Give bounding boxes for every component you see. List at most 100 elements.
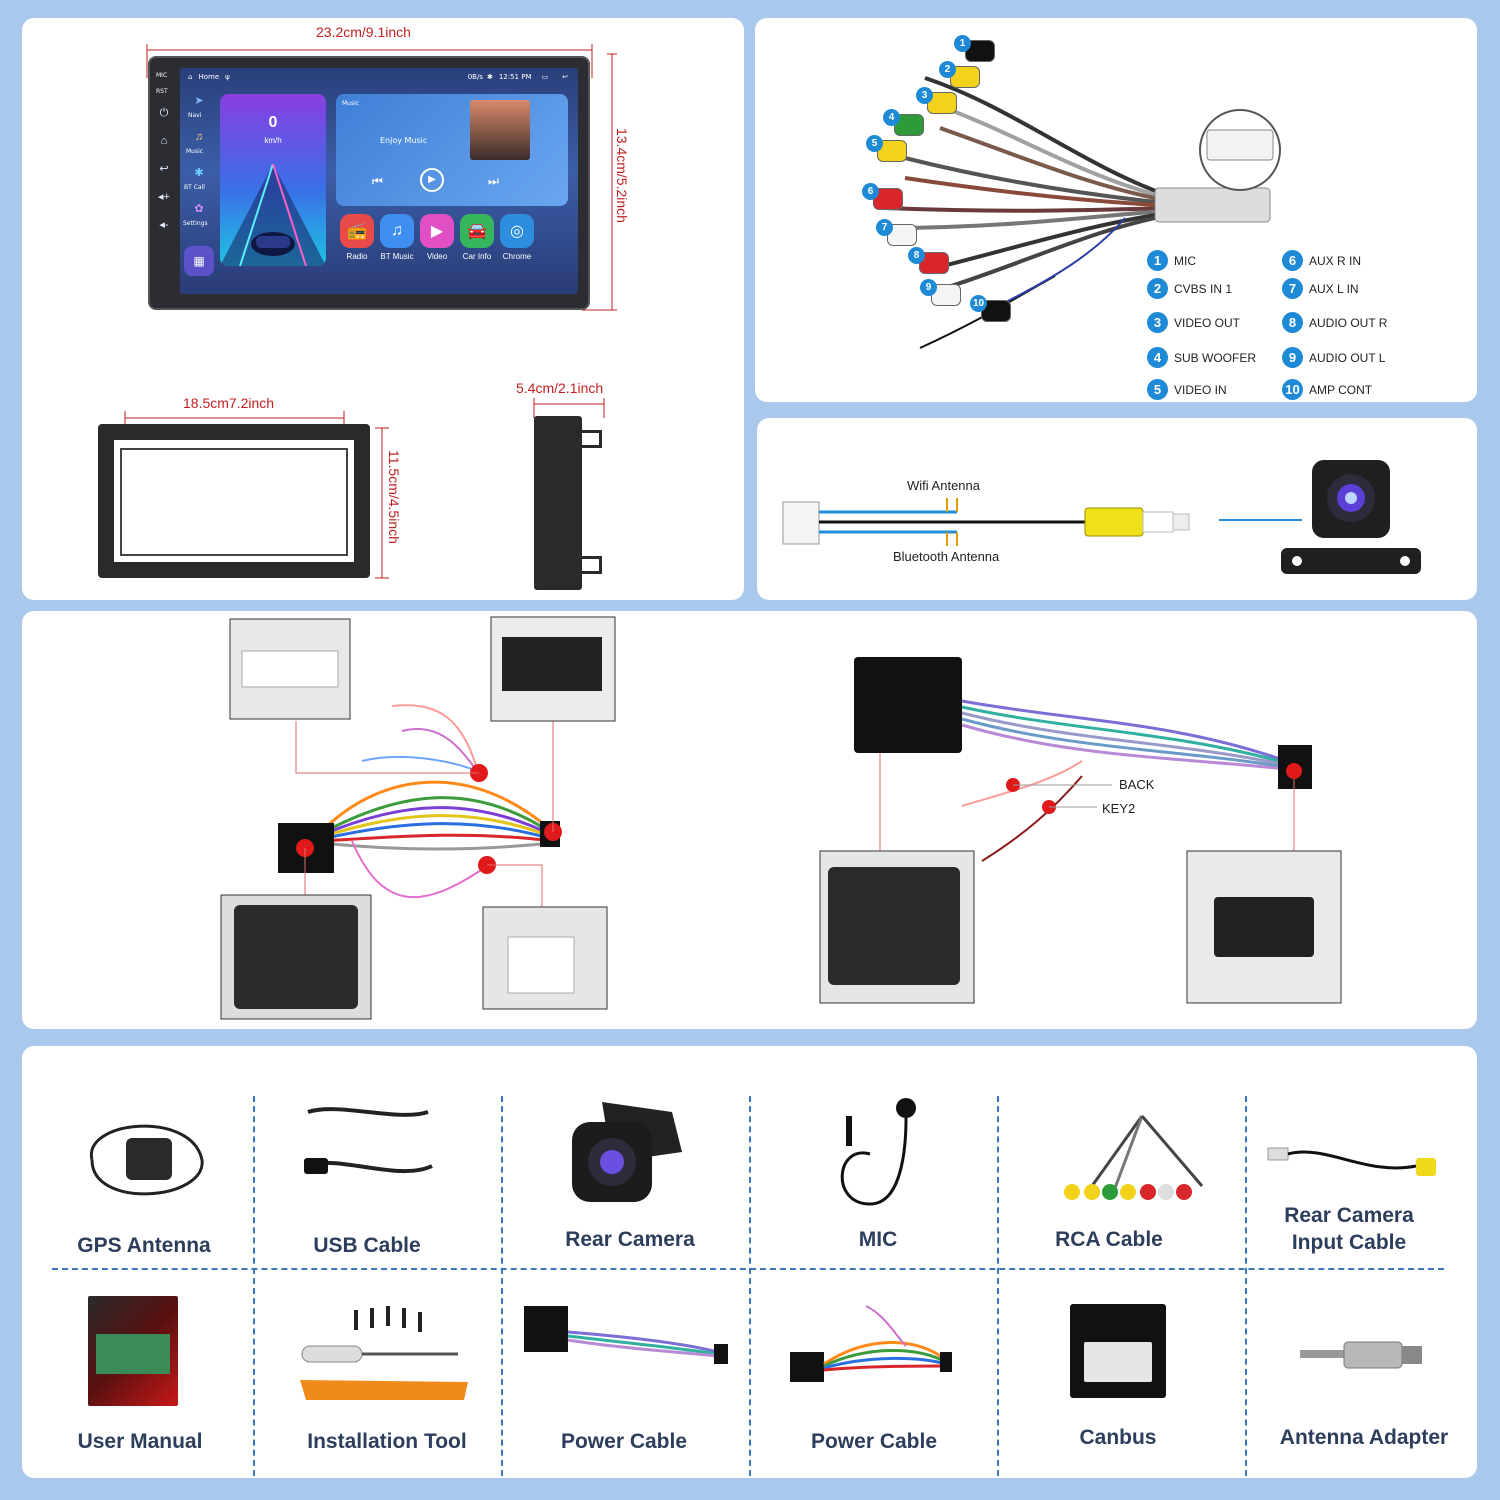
legend-label: AUX L IN [1309,281,1359,296]
rca-legend-item: 1 MIC [1147,250,1196,271]
legend-number-badge: 3 [1147,312,1168,333]
rca-plug-10: 10 [970,295,1011,322]
rca-plug-number: 9 [920,279,937,296]
legend-label: MIC [1174,253,1196,268]
accessory-label: Antenna Adapter [1279,1426,1449,1449]
bt-music-app-label: BT Music [380,252,414,261]
installation-tool-icon [300,1306,468,1400]
navi-icon[interactable]: ➤ [194,95,204,107]
side-clip-bottom [580,556,602,574]
grid-separator [997,1096,999,1476]
radio-app-icon[interactable]: 📻 [340,214,374,248]
bluetooth-status-icon: ✱ [486,73,493,81]
head-unit-side-strip: MIC RST ⏻ ⌂ ↩ ◂+ ◂- [154,66,178,302]
bt-call-icon[interactable]: ✱ [194,167,204,179]
bt-music-app-icon[interactable]: ♫ [380,214,414,248]
head-unit-screen: ⌂ Home ψ 0B/s ✱ 12:51 PM ▭ ↩ ➤ Navi ♫ Mu… [180,68,578,294]
usb-cable-icon [304,1107,433,1174]
side-clip-top [580,430,602,448]
legend-number-badge: 9 [1282,347,1303,368]
back-icon[interactable]: ↩ [159,163,169,175]
harness-diagram [220,616,1342,1020]
legend-number-badge: 7 [1282,278,1303,299]
legend-label: SUB WOOFER [1174,350,1257,365]
user-manual-icon [88,1296,178,1406]
back-status-icon[interactable]: ↩ [562,73,568,81]
rca-plug-9: 9 [920,279,961,306]
home-status-icon[interactable]: ⌂ [188,73,193,81]
grid-separator [501,1096,503,1476]
legend-label: AMP CONT [1309,382,1373,397]
mounting-frame-inner [120,448,348,556]
dimension-lines [124,44,617,579]
rca-plug-5: 5 [866,135,907,162]
frame-width-label: 18.5cm7.2inch [183,395,275,411]
speed-unit: km/h [264,136,282,145]
accessory-label: Canbus [1079,1426,1157,1449]
legend-number-badge: 10 [1282,379,1303,400]
antenna-camera-panel: Wifi Antenna Bluetooth Antenna [757,418,1477,600]
previous-track-icon[interactable]: ⏮ [372,174,383,188]
radio-app-label: Radio [346,252,368,261]
canbus-icon [1070,1304,1166,1398]
legend-number-badge: 4 [1147,347,1168,368]
legend-label: AUX R IN [1309,253,1362,268]
nav-item-navi[interactable]: Navi [188,112,202,119]
recent-apps-icon[interactable]: ▭ [541,73,549,81]
rca-plug-8: 8 [908,247,949,274]
accessory-label: Rear Camera [565,1228,695,1251]
legend-number-badge: 2 [1147,278,1168,299]
nav-item-settings[interactable]: Settings [183,220,208,227]
rca-plug-6: 6 [862,183,903,210]
accessory-label: RCA Cable [1055,1228,1163,1251]
power-cable-icon [524,1306,728,1364]
settings-icon[interactable]: ✿ [194,203,204,215]
rca-plug-number: 10 [970,295,987,312]
power-icon[interactable]: ⏻ [159,107,169,119]
legend-label: VIDEO IN [1174,382,1227,397]
key2-wire-label: KEY2 [1102,801,1136,816]
legend-number-badge: 6 [1282,250,1303,271]
power-cable-alt-icon [790,1305,952,1382]
rca-plug-number: 5 [866,135,883,152]
rca-plug-3: 3 [916,87,957,114]
volume-down-icon[interactable]: ◂- [159,219,169,231]
chrome-app-icon[interactable]: ◎ [500,214,534,248]
rca-plug-number: 6 [862,183,879,200]
legend-number-badge: 1 [1147,250,1168,271]
rca-plug-2: 2 [939,61,980,88]
grid-separator [749,1096,751,1476]
rca-plug-number: 4 [883,109,900,126]
speed-widget[interactable]: 0 km/h [220,94,326,266]
video-app-label: Video [426,252,448,261]
nav-item-bt-call[interactable]: BT Call [184,184,205,191]
next-track-icon[interactable]: ⏭ [488,174,499,188]
rca-plug-number: 7 [876,219,893,236]
rca-cable-diagram [884,76,1281,349]
status-bar: ⌂ Home ψ 0B/s ✱ 12:51 PM ▭ ↩ [180,68,578,86]
music-widget[interactable]: Music Enjoy Music ⏮ ▶ ⏭ [336,94,568,206]
car-info-app-label: Car Info [462,252,492,261]
home-icon[interactable]: ⌂ [160,135,168,147]
app-drawer-icon[interactable]: ▦ [184,246,214,276]
nav-item-music[interactable]: Music [186,148,204,155]
rear-camera-icon [1312,460,1390,574]
volume-up-icon[interactable]: ◂+ [158,191,170,203]
grid-separator [1245,1096,1247,1476]
legend-label: AUDIO OUT R [1309,315,1388,330]
car-info-app-icon[interactable]: 🚘 [460,214,494,248]
screen-width-label: 23.2cm/9.1inch [316,24,411,40]
play-icon[interactable]: ▶ [420,168,444,192]
camera-input-cable-icon [1267,1147,1436,1176]
video-app-icon[interactable]: ▶ [420,214,454,248]
grid-separator [253,1096,255,1476]
antenna-adapter-icon [1300,1341,1422,1369]
wiring-harness-panel: BACK KEY2 [22,611,1477,1029]
accessory-label: Installation Tool [307,1430,467,1453]
music-nav-icon[interactable]: ♫ [194,131,204,143]
nav-column: ➤ Navi ♫ Music ✱ BT Call ✿ Settings ▦ [180,90,218,290]
